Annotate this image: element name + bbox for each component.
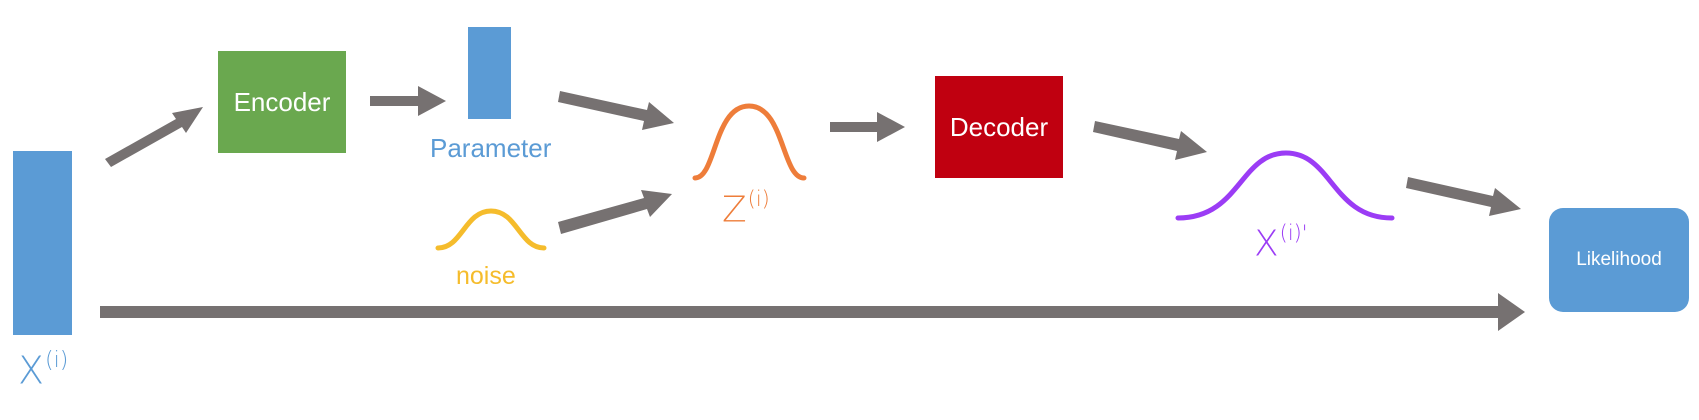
input-label: X(i) (18, 348, 68, 393)
latent-label-base: Z (722, 189, 747, 231)
parameter-bar (468, 27, 511, 119)
input-label-sup: (i) (45, 348, 69, 373)
decoder-box: Decoder (935, 76, 1063, 178)
likelihood-label: Likelihood (1576, 249, 1662, 270)
reconstruction-label: X(i)' (1254, 221, 1308, 265)
arrow-noise-to-z (558, 190, 672, 234)
arrow-z-to-decoder (830, 112, 905, 142)
encoder-label: Encoder (233, 86, 331, 117)
latent-label-sup: (i) (747, 187, 770, 211)
input-data-bar (13, 151, 72, 335)
arrow-parameter-to-z (558, 91, 674, 130)
latent-distribution-curve (692, 103, 807, 181)
arrow-input-to-likelihood (100, 293, 1525, 331)
reconstruction-distribution-curve (1175, 150, 1395, 221)
arrow-reconstruction-to-likelihood (1406, 177, 1521, 216)
reconstruction-label-base: X (1254, 223, 1279, 265)
encoder-box: Encoder (218, 51, 346, 153)
reconstruction-label-sup: (i)' (1279, 221, 1308, 245)
noise-distribution-curve (435, 208, 547, 251)
arrow-encoder-to-parameter (370, 86, 446, 116)
arrow-decoder-to-reconstruction (1093, 121, 1207, 160)
parameter-label: Parameter (430, 133, 552, 163)
decoder-label: Decoder (949, 111, 1049, 142)
latent-label: Z(i) (722, 187, 770, 231)
input-label-base: X (18, 348, 45, 393)
noise-label: noise (456, 262, 516, 290)
arrow-input-to-encoder (105, 107, 203, 167)
likelihood-box: Likelihood (1549, 208, 1689, 312)
